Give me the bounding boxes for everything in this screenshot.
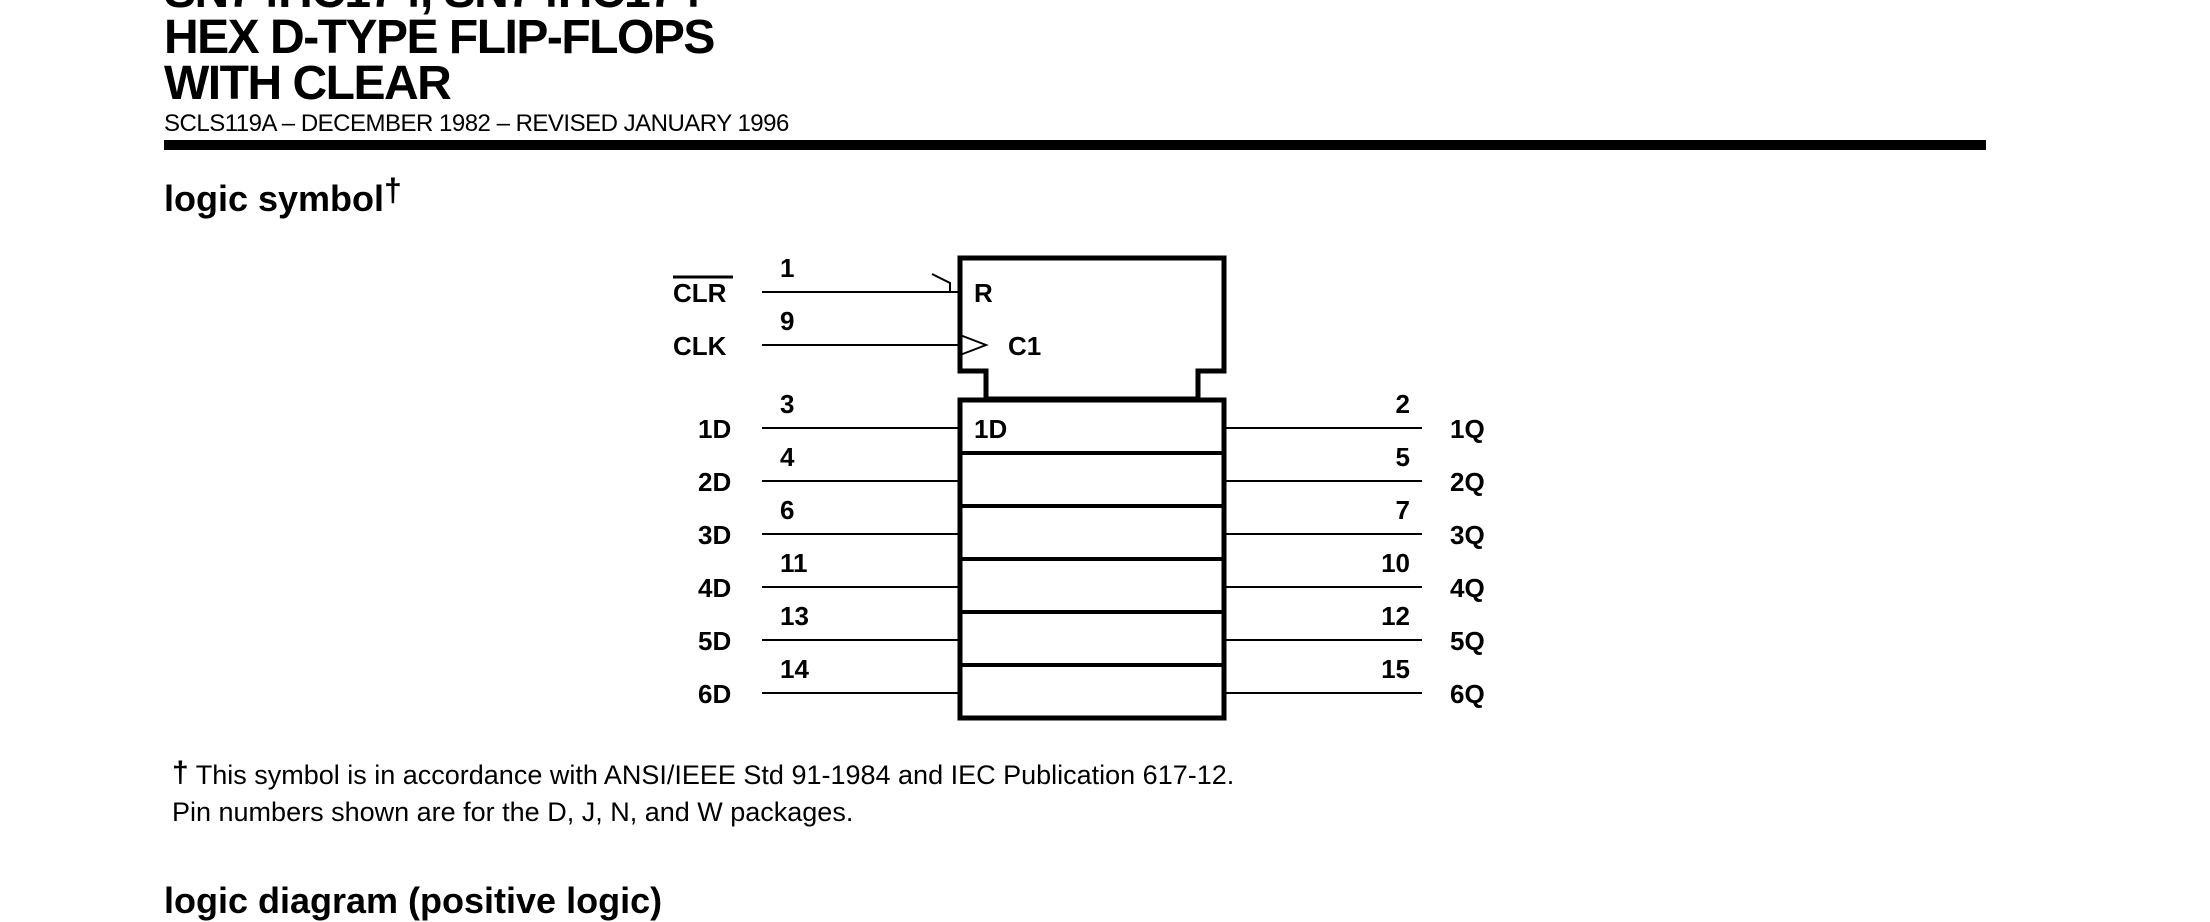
dynamic-clock-indicator-icon bbox=[959, 334, 989, 356]
q-output-label: 1Q bbox=[1450, 414, 1485, 444]
q-pin-number: 7 bbox=[1396, 495, 1410, 525]
q-pin-number: 15 bbox=[1381, 654, 1410, 684]
control-block bbox=[957, 255, 1227, 402]
clk-signal-label: CLK bbox=[673, 331, 727, 361]
clock-label: C1 bbox=[1008, 331, 1041, 361]
d-pin-number: 14 bbox=[780, 654, 809, 684]
footnote-line-1: † This symbol is in accordance with ANSI… bbox=[172, 756, 1234, 794]
d-pin-number: 3 bbox=[780, 389, 794, 419]
section-heading-logic-symbol: logic symbol† bbox=[164, 172, 402, 220]
footnote-dagger: † bbox=[172, 756, 189, 789]
dagger-mark: † bbox=[384, 172, 402, 208]
d-pin-number: 4 bbox=[780, 442, 795, 472]
clr-signal-label: CLR bbox=[673, 278, 727, 308]
d-input-label: 1D bbox=[698, 414, 731, 444]
q-pin-number: 5 bbox=[1396, 442, 1410, 472]
clr-pin-number: 1 bbox=[780, 253, 794, 283]
document-title-line-2: WITH CLEAR bbox=[164, 57, 452, 110]
q-output-label: 6Q bbox=[1450, 679, 1485, 709]
clk-pin-number: 9 bbox=[780, 306, 794, 336]
first-row-data-label: 1D bbox=[974, 414, 1007, 444]
d-pin-number: 6 bbox=[780, 495, 794, 525]
q-pin-number: 10 bbox=[1381, 548, 1410, 578]
d-pin-number: 13 bbox=[780, 601, 809, 631]
document-id: SCLS119A – DECEMBER 1982 – REVISED JANUA… bbox=[164, 110, 789, 137]
d-input-label: 4D bbox=[698, 573, 731, 603]
logic-symbol-diagram: CLR 1 R CLK 9 C1 1D 1D 3 2 1Q 2D 4 5 2Q … bbox=[673, 253, 1485, 721]
q-output-label: 4Q bbox=[1450, 573, 1485, 603]
active-low-indicator-icon bbox=[931, 273, 951, 292]
d-input-label: 2D bbox=[698, 467, 731, 497]
reset-label: R bbox=[974, 278, 993, 308]
q-output-label: 3Q bbox=[1450, 520, 1485, 550]
d-input-label: 3D bbox=[698, 520, 731, 550]
footnote-line-2: Pin numbers shown are for the D, J, N, a… bbox=[172, 797, 854, 827]
d-input-label: 6D bbox=[698, 679, 731, 709]
q-pin-number: 2 bbox=[1396, 389, 1410, 419]
d-input-label: 5D bbox=[698, 626, 731, 656]
header-rule bbox=[164, 140, 1986, 150]
q-output-label: 5Q bbox=[1450, 626, 1485, 656]
footnote: † This symbol is in accordance with ANSI… bbox=[172, 756, 1234, 831]
title-top-partial: SN74HC174, SN74HC174 bbox=[164, 0, 701, 16]
d-pin-number: 11 bbox=[780, 548, 808, 578]
q-pin-number: 12 bbox=[1381, 601, 1410, 631]
section-heading-logic-diagram: logic diagram (positive logic) bbox=[164, 880, 663, 921]
footnote-text-1: This symbol is in accordance with ANSI/I… bbox=[195, 760, 1235, 790]
document-title-line-1: HEX D-TYPE FLIP-FLOPS bbox=[164, 11, 715, 64]
section-heading-text: logic symbol bbox=[164, 178, 385, 219]
q-output-label: 2Q bbox=[1450, 467, 1485, 497]
